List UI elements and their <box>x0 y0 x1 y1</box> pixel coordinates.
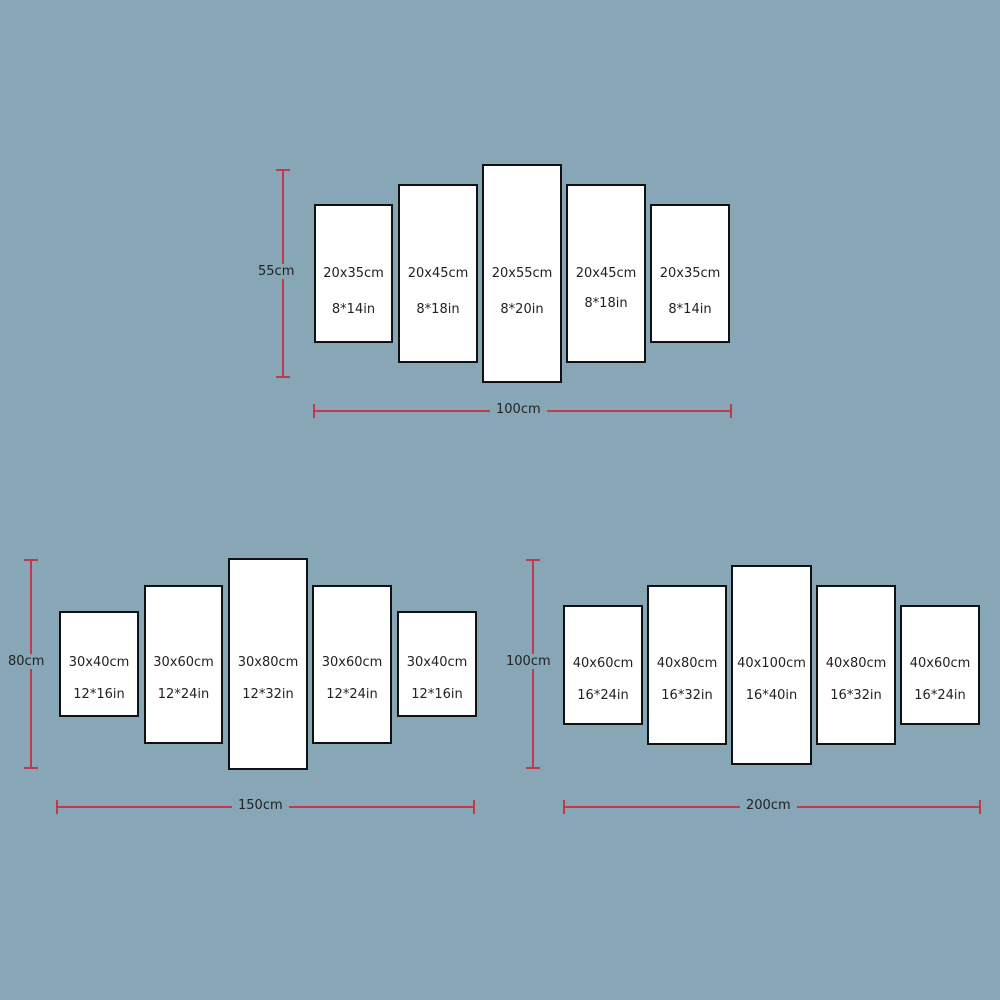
width-label: 100cm <box>490 402 547 417</box>
panel: 30x80cm 12*32in <box>228 558 308 770</box>
panel-in-label: 16*24in <box>577 688 629 703</box>
width-label: 200cm <box>740 798 797 813</box>
panel-cm-label: 30x40cm <box>68 655 130 670</box>
panel: 30x60cm 12*24in <box>312 585 392 744</box>
panel: 20x35cm 8*14in <box>314 204 393 343</box>
panel: 30x40cm 12*16in <box>59 611 139 717</box>
dimension-cap <box>24 767 38 769</box>
panel: 20x45cm 8*18in <box>398 184 478 363</box>
panel-in-label: 8*18in <box>584 296 628 311</box>
width-label: 150cm <box>232 798 289 813</box>
panel-cm-label: 30x60cm <box>321 655 383 670</box>
panel-in-label: 8*14in <box>331 302 376 317</box>
panel-cm-label: 30x60cm <box>153 655 214 670</box>
panel-cm-label: 40x80cm <box>656 656 718 671</box>
panel-cm-label: 40x60cm <box>909 656 971 671</box>
panel-in-label: 12*16in <box>73 687 125 702</box>
panel-cm-label: 40x60cm <box>572 656 634 671</box>
dimension-cap <box>276 376 290 378</box>
panel-cm-label: 20x35cm <box>323 266 384 281</box>
panel-cm-label: 20x55cm <box>491 266 553 281</box>
panel-in-label: 16*32in <box>830 688 882 703</box>
panel-cm-label: 20x45cm <box>407 266 469 281</box>
panel-in-label: 16*40in <box>745 688 798 703</box>
panel-cm-label: 20x45cm <box>575 266 637 281</box>
dimension-cap <box>473 800 475 814</box>
panel: 30x40cm 12*16in <box>397 611 477 717</box>
panel-in-label: 12*16in <box>411 687 463 702</box>
panel: 40x80cm 16*32in <box>816 585 896 745</box>
height-label: 80cm <box>8 654 45 669</box>
panel-in-label: 16*32in <box>661 688 713 703</box>
panel-in-label: 16*24in <box>914 688 966 703</box>
panel-in-label: 12*32in <box>242 687 294 702</box>
panel: 30x60cm 12*24in <box>144 585 223 744</box>
panel: 40x100cm 16*40in <box>731 565 812 765</box>
panel-cm-label: 30x80cm <box>237 655 299 670</box>
panel: 20x45cm 8*18in <box>566 184 646 363</box>
panel-in-label: 12*24in <box>326 687 378 702</box>
panel-cm-label: 30x40cm <box>406 655 468 670</box>
height-label: 100cm <box>506 654 551 669</box>
panel: 40x60cm 16*24in <box>900 605 980 725</box>
panel-cm-label: 40x80cm <box>825 656 887 671</box>
panel-in-label: 12*24in <box>157 687 210 702</box>
panel: 40x80cm 16*32in <box>647 585 727 745</box>
panel-in-label: 8*18in <box>416 302 460 317</box>
panel-cm-label: 20x35cm <box>659 266 721 281</box>
panel-in-label: 8*20in <box>500 302 544 317</box>
dimension-cap <box>730 404 732 418</box>
panel: 20x35cm 8*14in <box>650 204 730 343</box>
panel-in-label: 8*14in <box>668 302 712 317</box>
panel: 20x55cm 8*20in <box>482 164 562 383</box>
height-label: 55cm <box>258 264 295 279</box>
dimension-cap <box>526 767 540 769</box>
panel: 40x60cm 16*24in <box>563 605 643 725</box>
dimension-cap <box>979 800 981 814</box>
panel-cm-label: 40x100cm <box>737 656 806 671</box>
